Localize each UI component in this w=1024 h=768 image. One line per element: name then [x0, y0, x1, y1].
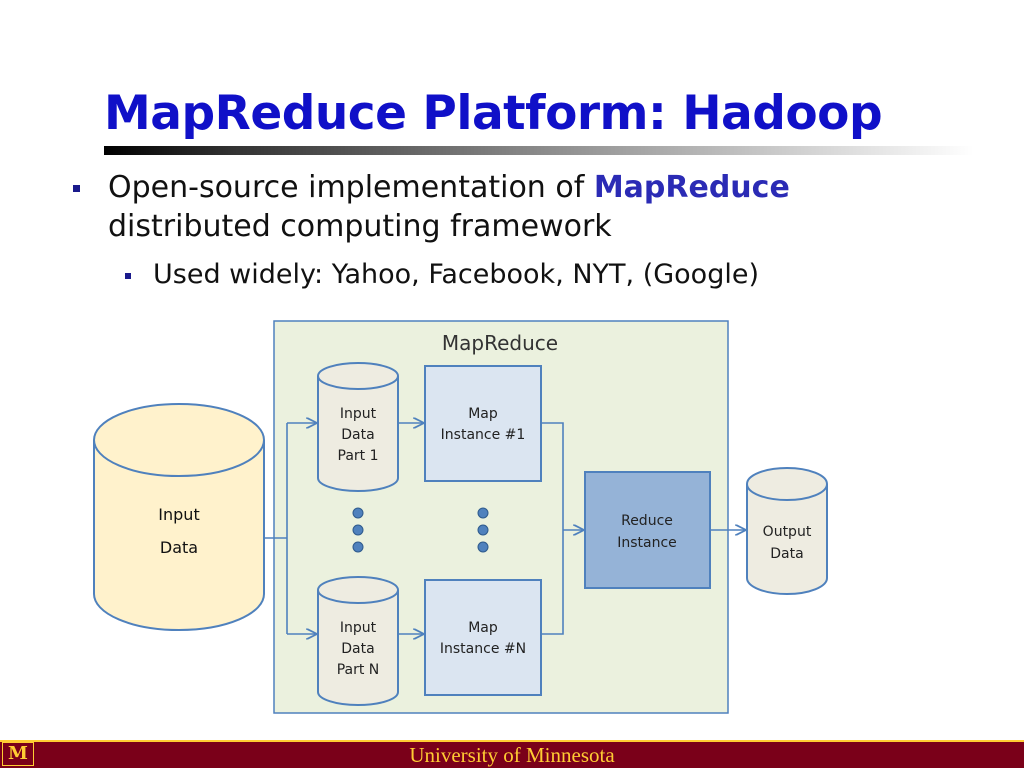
reduce-label-line1: Reduce [621, 513, 673, 529]
footer-bar [0, 740, 1024, 768]
partN-label-line1: Input [340, 620, 377, 636]
footer-text: University of Minnesota [409, 743, 615, 767]
mapN-label-line2: Instance #N [440, 641, 526, 657]
container-label: MapReduce [442, 331, 558, 355]
university-logo: M [2, 742, 34, 766]
map1-label-line1: Map [468, 406, 498, 422]
partN-label-line2: Data [341, 641, 374, 657]
sub-bullet-text: Used widely: Yahoo, Facebook, NYT, (Goog… [153, 259, 759, 290]
connector-arrows [264, 423, 745, 634]
bullet-text-continuation: distributed computing framework [108, 209, 612, 244]
mapN-label-line1: Map [468, 620, 498, 636]
part1-label-line2: Data [341, 427, 374, 443]
output-label-line2: Data [770, 546, 803, 562]
ellipsis-dots-maps [477, 507, 489, 553]
bullet-emphasis: MapReduce [593, 170, 790, 205]
output-label-line1: Output [763, 524, 812, 540]
map-instance-n-box: Map Instance #N [424, 579, 542, 696]
bullet-text: Open-source implementation of MapReduce … [108, 168, 790, 246]
output-data-cylinder: Output Data [746, 467, 828, 595]
arrow-input-split [264, 423, 288, 634]
map1-label-line2: Instance #1 [441, 427, 526, 443]
input-data-label-line1: Input [158, 505, 199, 524]
reduce-instance-box: Reduce Instance [584, 471, 711, 589]
bullet-text-prefix: Open-source implementation of [108, 170, 594, 205]
title-underline [104, 146, 974, 155]
arrow-maps-merge [541, 422, 564, 635]
reduce-label-line2: Instance [617, 535, 677, 551]
slide-title: MapReduce Platform: Hadoop [104, 86, 883, 141]
sub-bullet-marker [125, 273, 131, 279]
ellipsis-dots-inputs [352, 507, 364, 553]
input-data-partN-cylinder: Input Data Part N [317, 576, 399, 706]
input-data-cylinder: Input Data [93, 403, 265, 631]
part1-label-line3: Part 1 [338, 448, 379, 464]
input-data-part1-cylinder: Input Data Part 1 [317, 362, 399, 492]
footer-accent-line [0, 740, 1024, 742]
partN-label-line3: Part N [337, 662, 380, 678]
bullet-marker [73, 185, 80, 192]
part1-label-line1: Input [340, 406, 377, 422]
map-instance-1-box: Map Instance #1 [424, 365, 542, 482]
mapreduce-diagram: MapReduce Input Data Input Data Part 1 I… [93, 320, 828, 714]
input-data-label-line2: Data [160, 538, 198, 557]
